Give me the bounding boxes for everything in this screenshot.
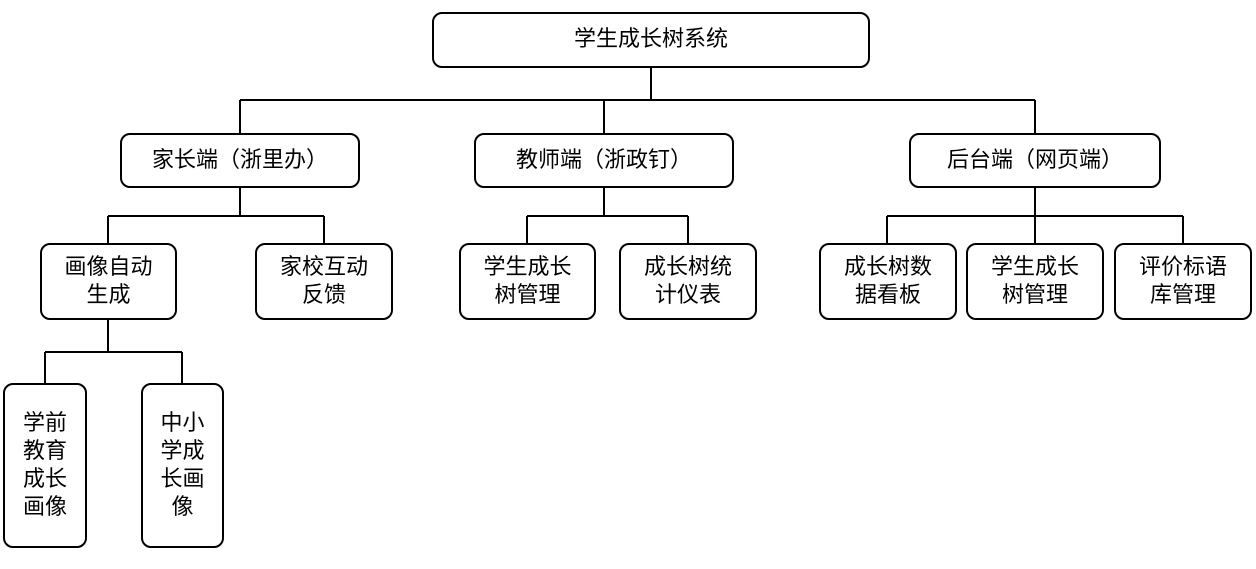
backend-node: 后台端（网页端） [909,133,1161,188]
root-node: 学生成长树系统 [432,12,870,68]
backend-tree-mgmt-node: 学生成长 树管理 [966,243,1104,320]
teacher-app-node: 教师端（浙政钉） [474,133,734,188]
home-school-feedback-node: 家校互动 反馈 [255,243,393,320]
preschool-portrait-node: 学前 教育 成长 画像 [3,383,87,548]
parent-app-node: 家长端（浙里办） [120,133,360,188]
eval-library-node: 评价标语 库管理 [1114,243,1252,320]
teacher-tree-mgmt-node: 学生成长 树管理 [459,243,596,320]
data-board-node: 成长树数 据看板 [819,243,957,320]
growth-stats-dashboard-node: 成长树统 计仪表 [619,243,757,320]
portrait-generation-node: 画像自动 生成 [40,243,177,320]
k12-portrait-node: 中小 学成 长画 像 [141,383,224,548]
